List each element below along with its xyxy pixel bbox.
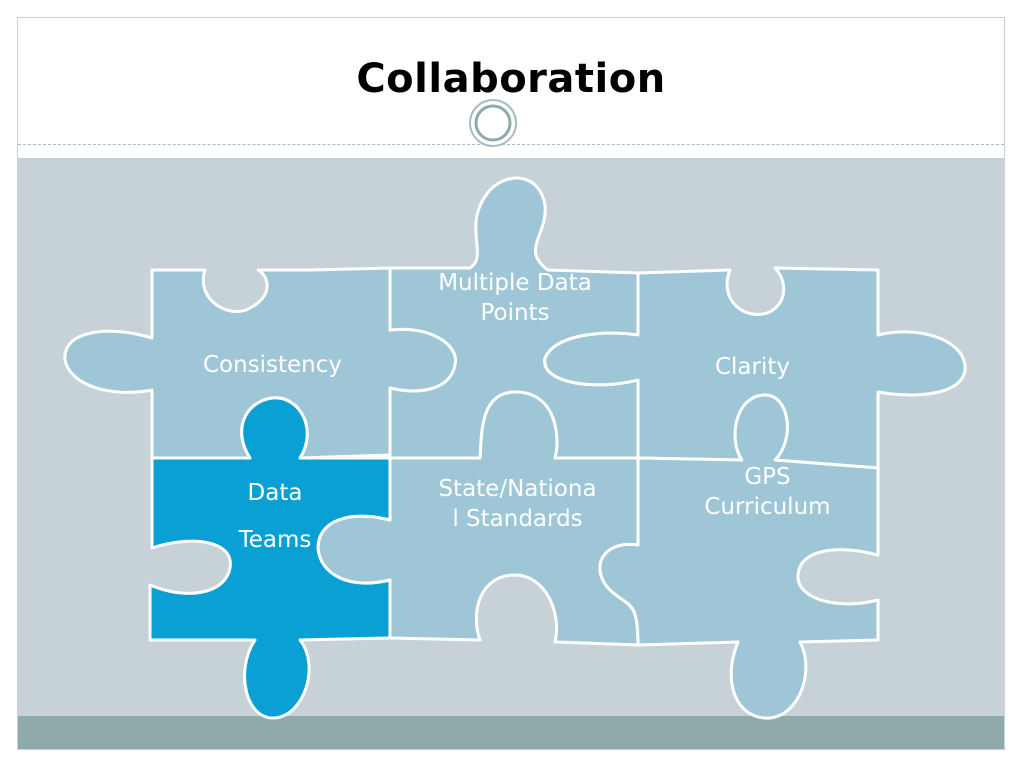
label-multiple-data-points: Multiple Data Points [410, 268, 620, 328]
label-gps-curriculum: GPS Curriculum [680, 462, 855, 522]
footer-band [18, 716, 1004, 749]
title-divider [18, 144, 1004, 145]
label-clarity: Clarity [690, 352, 815, 382]
title-medallion-icon [469, 99, 517, 147]
label-state-national-standards: State/Nationa l Standards [405, 474, 630, 534]
label-multiple-data-line1: Multiple Data [438, 270, 592, 296]
label-gps-line2: Curriculum [704, 494, 831, 520]
label-gps-line1: GPS [744, 464, 791, 490]
label-data-teams: Data Teams [215, 470, 335, 564]
label-data-teams-line2: Teams [238, 527, 312, 553]
puzzle-piece-data-teams [148, 396, 392, 720]
label-multiple-data-line2: Points [480, 300, 550, 326]
label-data-teams-line1: Data [247, 480, 303, 506]
label-standards-line2: l Standards [452, 506, 583, 532]
slide-title: Collaboration [356, 56, 666, 102]
label-clarity-text: Clarity [714, 354, 791, 380]
label-standards-line1: State/Nationa [438, 476, 597, 502]
label-consistency-text: Consistency [202, 352, 343, 378]
label-consistency: Consistency [180, 350, 365, 380]
puzzle-piece-gps-curriculum [598, 393, 880, 720]
